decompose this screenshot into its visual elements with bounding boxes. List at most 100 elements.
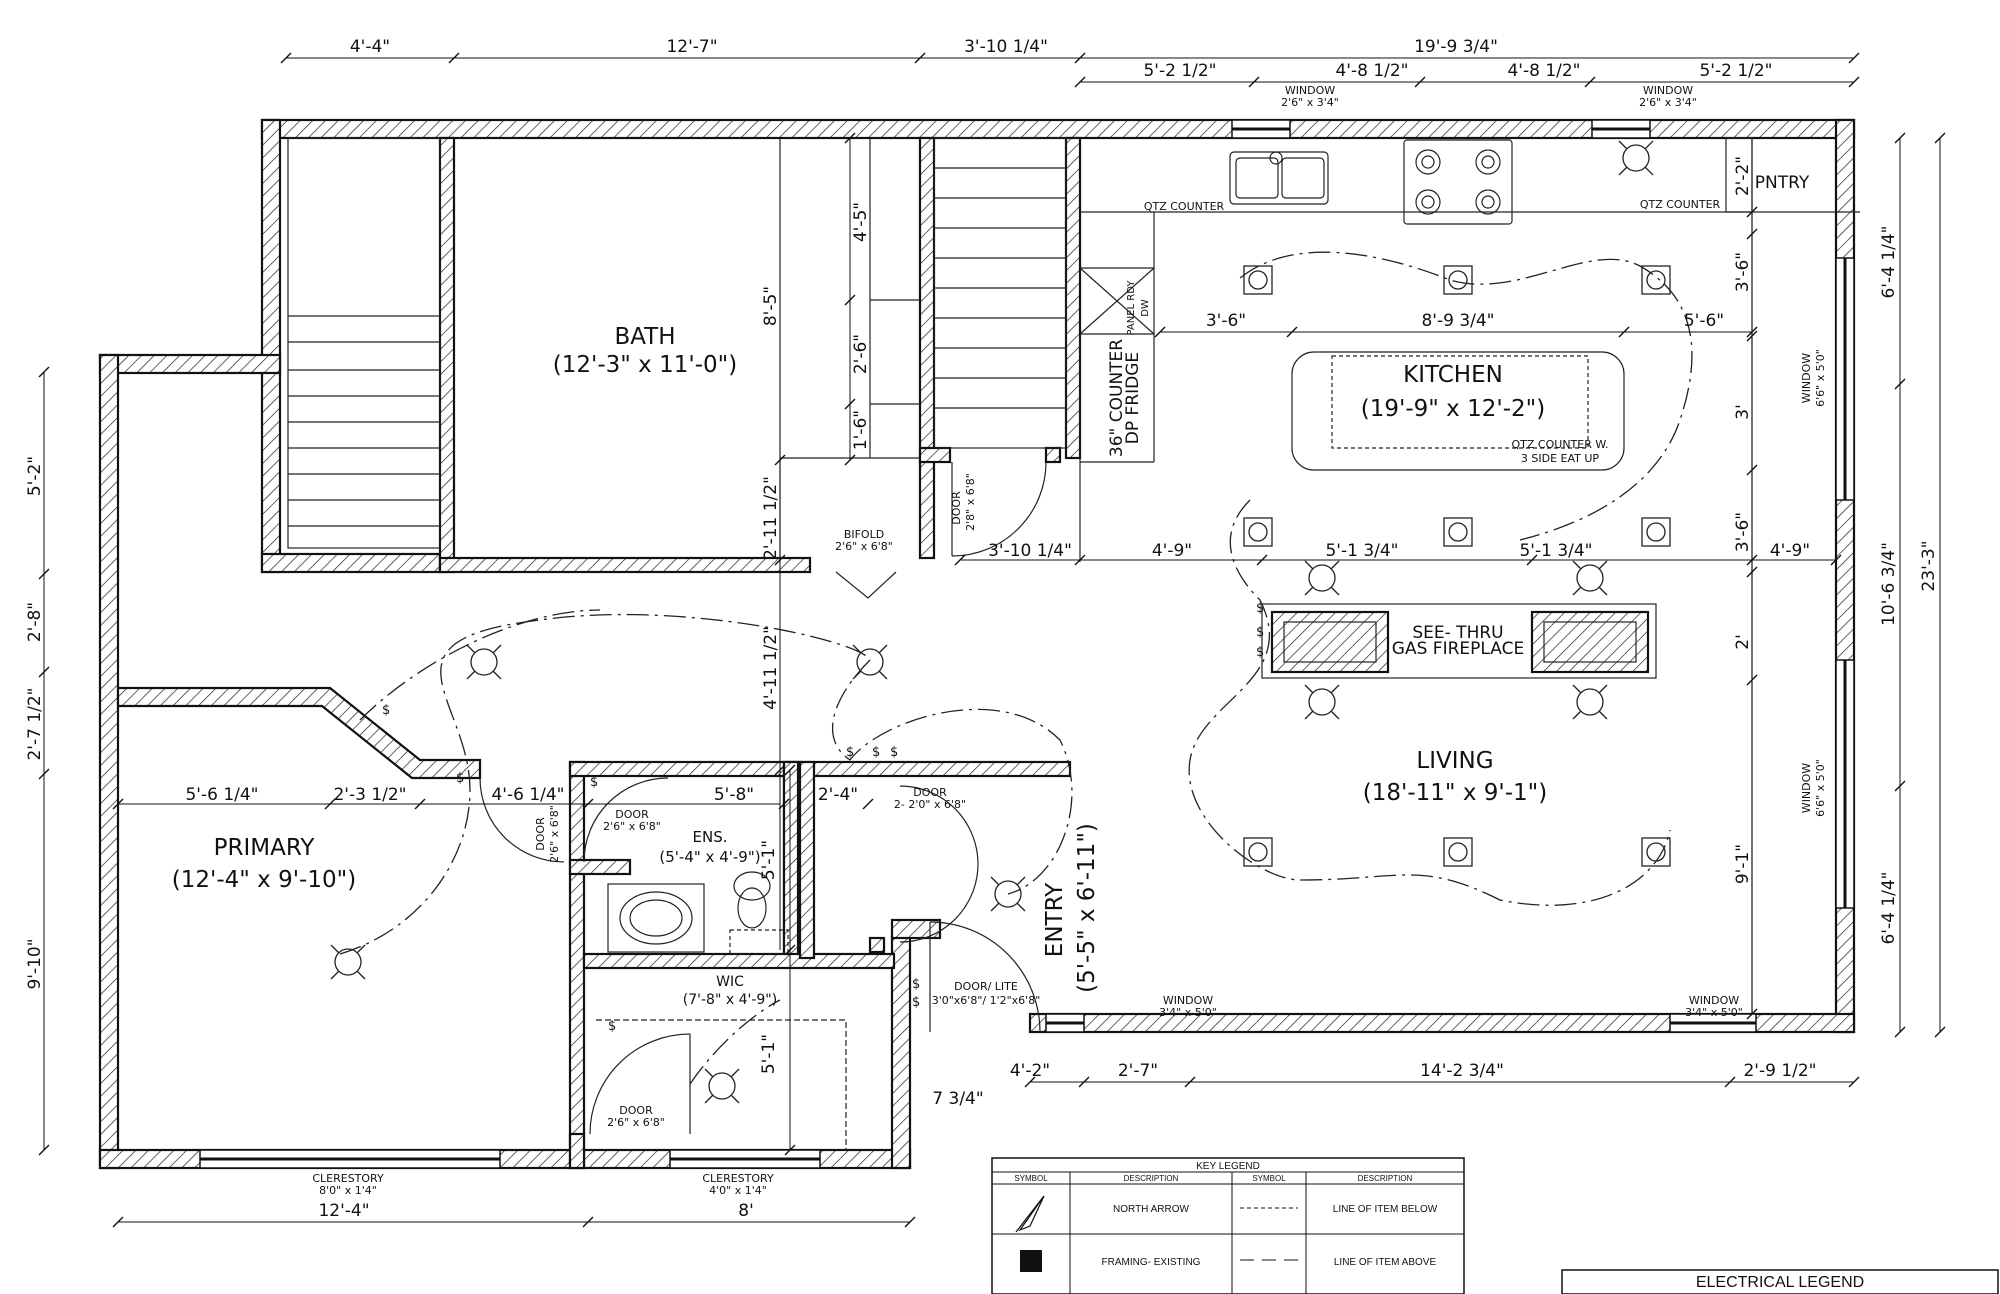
ceiling-light-icon <box>1572 684 1608 720</box>
dim-kitchen-2: 8'-9 3/4" <box>1421 311 1494 331</box>
switch-icon: $ <box>590 775 598 790</box>
dim-entry-small: 7 3/4" <box>932 1089 983 1109</box>
dim-wic-vert: 5'-1" <box>759 1034 779 1074</box>
switch-icon: $ <box>1256 645 1264 660</box>
door-wic-label: DOOR <box>619 1104 653 1117</box>
island-label-1: QTZ COUNTER W. <box>1512 438 1609 451</box>
dim-right-inner-2: 10'-6 3/4" <box>1879 542 1899 626</box>
kitchen-sink <box>1229 151 1329 205</box>
clerestory-1-label: CLERESTORY <box>312 1172 384 1185</box>
dim-prim-2: 2'-3 1/2" <box>333 785 406 805</box>
dim-left-1: 5'-2" <box>25 456 45 496</box>
dim-top2-4: 5'-2 1/2" <box>1699 61 1772 81</box>
door-wic-swing <box>589 1033 691 1135</box>
ensuite-fixtures <box>607 871 789 955</box>
key-legend-header-3: SYMBOL <box>1252 1174 1286 1183</box>
kitchen-island <box>1291 351 1625 471</box>
key-legend-header-1: SYMBOL <box>1014 1174 1048 1183</box>
door-wic-size: 2'6" x 6'8" <box>607 1116 665 1129</box>
dim-rk-5: 2' <box>1733 634 1753 650</box>
room-primary-size: (12'-4" x 9'-10") <box>172 867 356 893</box>
bifold-size: 2'6" x 6'8" <box>835 540 893 553</box>
dim-kitchen-1: 3'-6" <box>1206 311 1246 331</box>
room-kitchen-size: (19'-9" x 12'-2") <box>1361 396 1545 422</box>
dim-ens-vert: 5'-1" <box>759 840 779 880</box>
dim-prim-5: 2'-4" <box>818 785 858 805</box>
room-pantry-name: PNTRY <box>1755 173 1810 193</box>
dim-bottom-right-1: 4'-2" <box>1010 1061 1050 1081</box>
dim-kitchen-3: 5'-6" <box>1684 311 1724 331</box>
ceiling-light-icon <box>466 644 502 680</box>
dim-rk-2: 3'-6" <box>1733 252 1753 292</box>
window-bottom-1-size: 3'4" x 5'0" <box>1159 1006 1217 1019</box>
window-top-2-size: 2'6" x 3'4" <box>1639 96 1697 109</box>
counter-36-label: 36" COUNTER <box>1107 339 1127 457</box>
dim-corr-3: 5'-1 3/4" <box>1325 541 1398 561</box>
dim-left-2: 2'-8" <box>25 602 45 642</box>
door-closet-swing-2 <box>899 863 979 943</box>
ceiling-light-icon <box>1572 560 1608 596</box>
electrical-legend-title: ELECTRICAL LEGEND <box>1696 1274 1864 1291</box>
door-ens-label: DOOR <box>615 808 649 821</box>
light-fixtures <box>330 140 1671 1104</box>
dim-prim-3: 4'-6 1/4" <box>491 785 564 805</box>
room-bath-size: (12'-3" x 11'-0") <box>553 352 737 378</box>
dim-bottom-right-2: 2'-7" <box>1118 1061 1158 1081</box>
dimension-ticks <box>38 52 1946 1228</box>
key-legend-row2-desc1: FRAMING- EXISTING <box>1102 1257 1201 1268</box>
door-ens-size: 2'6" x 6'8" <box>603 820 661 833</box>
switch-icon: $ <box>382 703 390 718</box>
recessed-light-icon <box>1641 837 1671 867</box>
fireplace-label-1: SEE- THRU <box>1412 623 1503 643</box>
dim-rk-1: 2'-2" <box>1733 156 1753 196</box>
ceiling-light-icon <box>330 944 366 980</box>
dim-top2-2: 4'-8 1/2" <box>1335 61 1408 81</box>
dim-prim-4: 5'-8" <box>714 785 754 805</box>
dim-bath-height: 8'-5" <box>761 286 781 326</box>
fireplace-label-2: GAS FIREPLACE <box>1392 639 1524 659</box>
key-legend-header-2: DESCRIPTION <box>1124 1174 1179 1183</box>
framing-existing-icon <box>1020 1250 1042 1272</box>
dim-corr-2: 4'-9" <box>1152 541 1192 561</box>
key-legend-row1-desc1: NORTH ARROW <box>1113 1204 1189 1215</box>
recessed-light-icon <box>1443 265 1473 295</box>
dim-hall-2: 4'-11 1/2" <box>761 626 781 710</box>
recessed-light-icon <box>1243 837 1273 867</box>
key-legend-title: KEY LEGEND <box>1196 1161 1260 1172</box>
room-entry-name: ENTRY <box>1042 882 1068 957</box>
stairs-left <box>287 137 441 549</box>
room-living-size: (18'-11" x 9'-1") <box>1363 780 1547 806</box>
dp-fridge-label: DP FRIDGE <box>1123 352 1143 444</box>
room-bath-name: BATH <box>614 324 675 350</box>
door-entry-swing <box>929 921 1041 1033</box>
dim-left-3: 2'-7 1/2" <box>25 687 45 760</box>
dim-bottom-right-3: 14'-2 3/4" <box>1420 1061 1504 1081</box>
door-primary-label: DOOR <box>534 817 547 851</box>
window-bottom-1-label: WINDOW <box>1163 994 1213 1007</box>
ceiling-light-icon <box>1304 560 1340 596</box>
door-stair-label: DOOR <box>950 491 963 525</box>
door-entry-label: DOOR/ LITE <box>954 980 1018 993</box>
window-bottom-2-size: 3'4" x 5'0" <box>1685 1006 1743 1019</box>
clerestory-2-size: 4'0" x 1'4" <box>709 1184 767 1197</box>
recessed-light-icon <box>1243 265 1273 295</box>
dim-corr-1: 3'-10 1/4" <box>988 541 1072 561</box>
key-legend-row1-desc2: LINE OF ITEM BELOW <box>1333 1204 1438 1215</box>
dim-bottom-right-4: 2'-9 1/2" <box>1743 1061 1816 1081</box>
window-right-1-size: 6'6" x 5'0" <box>1814 349 1827 407</box>
bifold-door <box>835 571 897 599</box>
windows <box>199 119 1855 1169</box>
room-ensuite-name: ENS. <box>693 828 728 846</box>
ceiling-light-icon <box>704 1068 740 1104</box>
switch-icon: $ <box>872 745 880 760</box>
room-entry-size: (5'-5" x 6'-11") <box>1074 823 1100 993</box>
dim-stair-3: 1'-6" <box>851 410 871 450</box>
switch-symbols: $$$$$$$$$$$$ <box>382 601 1264 1034</box>
ceiling-light-icon <box>1304 684 1340 720</box>
door-primary-swing <box>479 777 565 863</box>
dim-hall-1: 2'-11 1/2" <box>761 476 781 560</box>
qtz-counter-left: QTZ COUNTER <box>1144 200 1225 213</box>
dim-right-outer: 23'-3" <box>1919 540 1939 591</box>
clerestory-1-size: 8'0" x 1'4" <box>319 1184 377 1197</box>
